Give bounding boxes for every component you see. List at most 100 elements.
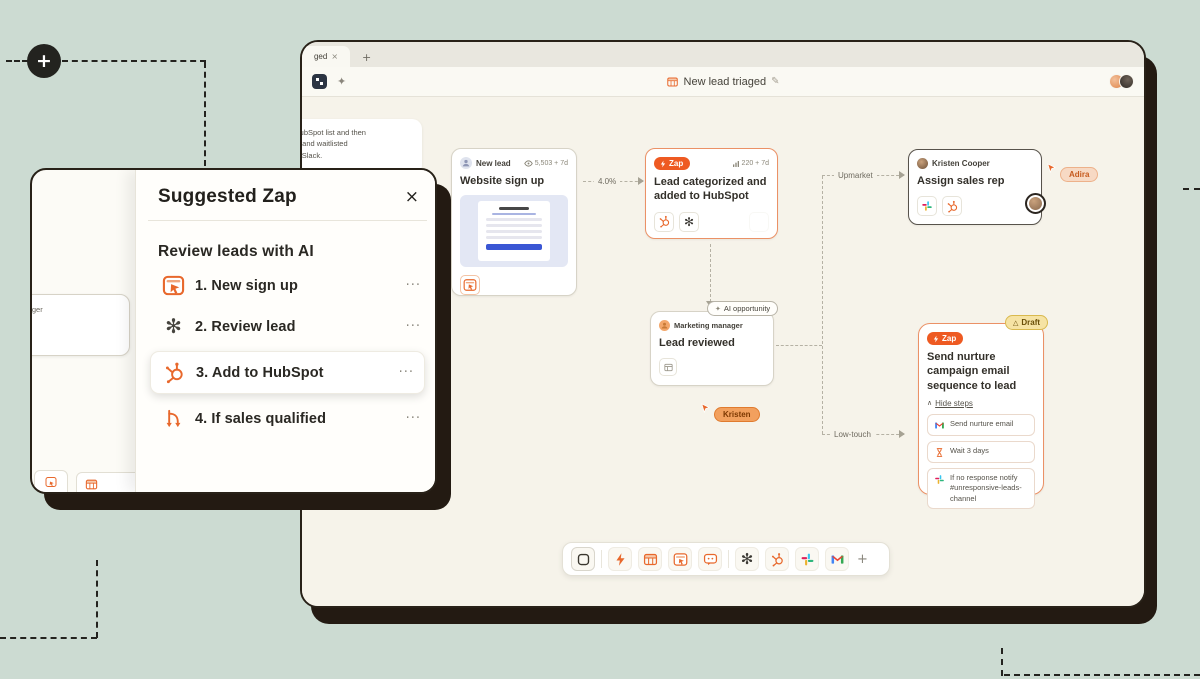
hubspot-icon bbox=[771, 552, 783, 566]
person-icon bbox=[659, 320, 670, 331]
decor-dash bbox=[0, 637, 97, 639]
collab-avatar-bubble bbox=[1025, 193, 1046, 214]
tables-icon bbox=[643, 553, 657, 565]
slack-icon bbox=[917, 196, 937, 217]
interfaces-tool-button[interactable] bbox=[668, 547, 692, 571]
zap-steps: Send nurture email Wait 3 days If no res… bbox=[927, 413, 1035, 510]
edge-conversion-label: 4.0% bbox=[594, 177, 621, 187]
decor-dash bbox=[1001, 648, 1003, 676]
canvas-logo-icon[interactable] bbox=[312, 74, 327, 89]
suggested-zap-panel: Suggested Zap × Review leads with AI 1. … bbox=[135, 170, 435, 492]
chevron-up-icon: ∧ bbox=[927, 399, 933, 408]
node-owner: Kristen Cooper bbox=[932, 159, 990, 168]
chatbot-tool-button[interactable] bbox=[698, 547, 722, 571]
node-title: Website sign up bbox=[460, 175, 545, 187]
person-icon bbox=[460, 157, 472, 169]
zap-step-item-review-lead[interactable]: ✻ 2. Review lead ··· bbox=[136, 306, 435, 347]
decor-dash bbox=[1004, 674, 1200, 676]
canvas-note[interactable]: a HubSpot list and then ved and waitlist… bbox=[300, 119, 430, 185]
note-line: a HubSpot list and then bbox=[300, 128, 366, 137]
page-title: New lead triaged bbox=[683, 75, 767, 88]
tab-label: ged bbox=[313, 52, 328, 61]
zap-tool-button[interactable] bbox=[608, 547, 632, 571]
item-menu-button[interactable]: ··· bbox=[405, 319, 421, 334]
node-website-signup[interactable]: New lead 5,503 + 7d Website sign up bbox=[451, 148, 577, 296]
zap-step[interactable]: If no response notify #unresponsive-lead… bbox=[927, 467, 1035, 510]
panel-title: Suggested Zap bbox=[158, 186, 297, 207]
hubspot-icon bbox=[165, 362, 183, 384]
node-lead-reviewed[interactable]: Marketing manager Lead reviewed bbox=[650, 311, 774, 386]
draft-icon: △ bbox=[1013, 318, 1019, 327]
zap-step[interactable]: Send nurture email bbox=[927, 413, 1035, 436]
collab-cursor-adira: Adira bbox=[1046, 163, 1099, 182]
item-menu-button[interactable]: ··· bbox=[398, 365, 414, 380]
slack-app-button[interactable] bbox=[795, 547, 819, 571]
item-menu-button[interactable]: ··· bbox=[405, 278, 421, 293]
zap-icon bbox=[615, 552, 625, 566]
interfaces-icon bbox=[460, 275, 480, 296]
browser-window: ged × + ✦ New lead triaged ✎ a HubSpot l… bbox=[300, 40, 1146, 608]
add-node-button[interactable]: + bbox=[27, 44, 61, 78]
sparkle-icon: ✦ bbox=[715, 304, 721, 313]
openai-icon: ✻ bbox=[740, 550, 754, 568]
tab-close-icon[interactable]: × bbox=[331, 52, 339, 61]
node-title: Send nurture campaign email sequence to … bbox=[927, 351, 1017, 392]
zap-step[interactable]: Wait 3 days bbox=[927, 440, 1035, 463]
note-line: s in Slack. bbox=[301, 150, 323, 160]
collaborator-avatars[interactable] bbox=[1109, 74, 1134, 89]
openai-icon: ✻ bbox=[165, 314, 182, 338]
zap-step-item-new-sign-up[interactable]: 1. New sign up ··· bbox=[136, 265, 435, 306]
dock-divider bbox=[728, 550, 729, 568]
ai-opportunity-badge[interactable]: ✦ AI opportunity bbox=[707, 301, 779, 316]
zap-step-item-add-to-hubspot[interactable]: 3. Add to HubSpot ··· bbox=[150, 351, 425, 394]
add-app-button[interactable]: + bbox=[857, 551, 868, 567]
copilot-icon[interactable]: ✦ bbox=[337, 75, 347, 88]
node-fragment[interactable] bbox=[34, 470, 68, 492]
decor-dash bbox=[204, 62, 206, 166]
tables-icon bbox=[667, 77, 678, 86]
workflow-canvas[interactable]: a HubSpot list and then ved and waitlist… bbox=[302, 97, 1144, 606]
arrowhead bbox=[899, 171, 909, 179]
node-owner: Marketing manager bbox=[674, 321, 743, 330]
hubspot-app-button[interactable] bbox=[765, 547, 789, 571]
zap-step-item-if-sales-qualified[interactable]: 4. If sales qualified ··· bbox=[136, 398, 435, 439]
paths-icon bbox=[166, 409, 181, 428]
frame-tool-button[interactable] bbox=[571, 547, 595, 571]
node-fragment[interactable]: keting manager w lead bbox=[32, 294, 130, 356]
edge-branch-vertical bbox=[822, 176, 823, 434]
node-lead-categorized[interactable]: Zap 220 + 7d Lead categorized and added … bbox=[645, 148, 778, 239]
tab-strip: ged × + bbox=[302, 42, 1144, 67]
interfaces-icon bbox=[162, 275, 185, 296]
plus-icon: + bbox=[36, 50, 52, 72]
hide-steps-toggle[interactable]: ∧ Hide steps bbox=[927, 398, 973, 408]
tables-tool-button[interactable] bbox=[638, 547, 662, 571]
gmail-app-button[interactable] bbox=[825, 547, 849, 571]
divider bbox=[148, 220, 427, 221]
wait-icon bbox=[936, 448, 943, 457]
node-title: w lead bbox=[32, 318, 119, 329]
slack-icon bbox=[935, 475, 944, 484]
cursor-icon bbox=[701, 403, 711, 414]
node-title: Assign sales rep bbox=[917, 175, 1005, 187]
tab-new-lead-triaged[interactable]: ged × bbox=[302, 46, 350, 67]
close-icon[interactable]: × bbox=[404, 186, 419, 207]
edit-title-icon[interactable]: ✎ bbox=[771, 76, 780, 87]
cursor-name-badge: Adira bbox=[1060, 167, 1099, 182]
slack-icon bbox=[801, 553, 813, 565]
openai-app-button[interactable]: ✻ bbox=[735, 547, 759, 571]
new-tab-button[interactable]: + bbox=[362, 51, 372, 64]
node-nurture-zap[interactable]: Zap Send nurture campaign email sequence… bbox=[918, 323, 1044, 510]
gmail-icon bbox=[935, 422, 944, 429]
edge-lowtouch-label: Low-touch bbox=[830, 430, 875, 440]
openai-icon: ✻ bbox=[679, 211, 699, 232]
hubspot-icon bbox=[654, 211, 674, 232]
node-title: Lead reviewed bbox=[659, 337, 735, 349]
form-preview bbox=[460, 195, 568, 268]
app-toolbar: ✦ New lead triaged ✎ bbox=[302, 67, 1144, 97]
node-assign-sales-rep[interactable]: Kristen Cooper Assign sales rep bbox=[908, 149, 1042, 225]
decor-dash bbox=[62, 60, 206, 62]
item-menu-button[interactable]: ··· bbox=[405, 411, 421, 426]
cursor-icon bbox=[1047, 163, 1057, 174]
node-metric: 220 + 7d bbox=[732, 160, 769, 168]
